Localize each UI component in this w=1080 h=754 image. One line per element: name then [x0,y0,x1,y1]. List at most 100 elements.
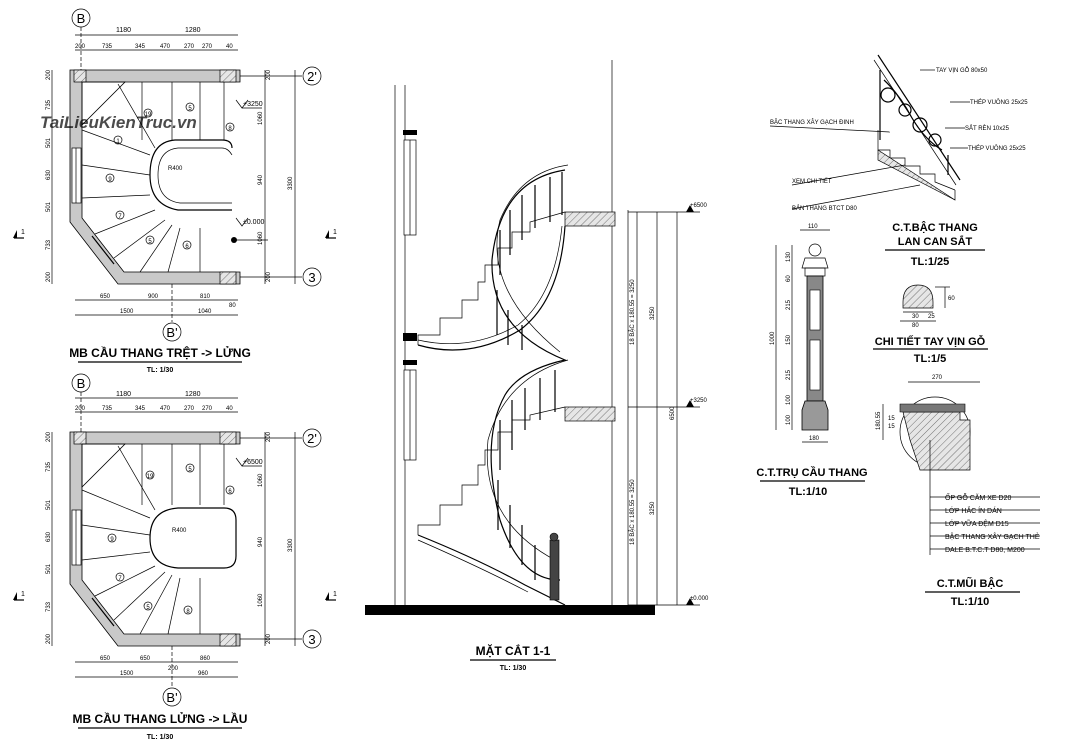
axis-bubble-b-top: B [71,8,91,72]
svg-text:3250: 3250 [650,501,656,515]
svg-text:ỐP GỖ CĂM XE D20: ỐP GỖ CĂM XE D20 [945,492,1011,502]
svg-text:215: 215 [786,369,792,380]
svg-text:7: 7 [118,576,122,582]
svg-text:SẮT RÈN 10x25: SẮT RÈN 10x25 [965,124,1010,132]
svg-text:735: 735 [46,99,52,110]
svg-text:200: 200 [168,666,179,672]
section-mark-right: 1 [325,229,337,239]
dim-top: 345 [135,44,146,50]
level-0000: ±0.000 [628,596,709,606]
svg-text:BẬC THANG XÂY GẠCH ĐINH: BẬC THANG XÂY GẠCH ĐINH [770,119,854,126]
handrail-scale: TL:1/5 [914,353,946,365]
svg-text:1060: 1060 [258,231,264,245]
svg-text:940: 940 [258,536,264,547]
svg-text:1060: 1060 [258,111,264,125]
rail-title-line2: LAN CAN SẮT [898,235,973,248]
dim-top: 470 [160,44,171,50]
svg-text:270: 270 [932,375,943,381]
svg-text:940: 940 [258,174,264,185]
level-mark-top: +3250 [235,99,263,109]
plan2-inner-stringer [149,507,237,569]
plan2-scale: TL: 1/30 [147,734,174,741]
svg-text:1: 1 [333,229,337,236]
plan2-walls [69,431,241,647]
svg-text:150: 150 [786,334,792,345]
svg-text:R400: R400 [172,528,187,534]
svg-text:900: 900 [148,294,159,300]
svg-text:BẢN THANG BTCT D80: BẢN THANG BTCT D80 [792,205,857,212]
svg-text:+6500: +6500 [690,203,708,209]
svg-text:100: 100 [786,394,792,405]
svg-text:1040: 1040 [198,309,212,315]
svg-text:6500: 6500 [670,406,676,420]
svg-text:THÉP VUÔNG 25x25: THÉP VUÔNG 25x25 [968,145,1026,152]
post-title: C.T.TRỤ CẦU THANG [756,466,867,479]
svg-text:1500: 1500 [120,671,134,677]
nosing-scale: TL:1/10 [951,596,990,608]
svg-text:DALE B.T.C.T D80, M200: DALE B.T.C.T D80, M200 [945,547,1025,554]
svg-text:345: 345 [135,406,146,412]
svg-text:501: 501 [46,563,52,574]
svg-text:+3250: +3250 [690,398,708,404]
svg-text:200: 200 [46,271,52,282]
svg-text:110: 110 [808,224,818,230]
axis-bubble-2-prime: 2' [240,428,322,448]
svg-text:200: 200 [46,69,52,80]
svg-text:470: 470 [160,406,171,412]
plan2-title: MB CẦU THANG LỬNG -> LẦU [73,711,248,726]
level-mark-bottom: ±0.000 [231,217,268,243]
dim-top: 200 [75,44,86,50]
svg-text:LỚP HẮC ÍN DÁN: LỚP HẮC ÍN DÁN [945,506,1002,515]
level-6500: +6500 [628,203,708,213]
section-title: MẶT CẮT 1-1 [476,643,551,658]
svg-text:19: 19 [145,112,152,118]
svg-text:2': 2' [307,431,317,446]
svg-text:1180: 1180 [116,391,131,398]
axis-bubble-b-top: B [71,373,91,432]
svg-text:9: 9 [108,177,112,183]
svg-text:5: 5 [188,467,192,473]
svg-text:3250: 3250 [650,306,656,320]
svg-text:200: 200 [266,69,272,80]
svg-text:B': B' [166,690,177,705]
step-note-lower: 18 BẬC x 180.55 = 3250 [629,479,636,545]
svg-text:200: 200 [75,406,86,412]
dim-top: 735 [102,44,113,50]
svg-text:100: 100 [786,414,792,425]
handrail-profile [902,284,934,309]
svg-text:B: B [77,11,86,26]
railing-detail: TAY VỊN GỖ 80x50 THÉP VUÔNG 25x25 SẮT RÈ… [769,54,1028,268]
svg-text:15: 15 [888,416,895,422]
axis-bubble-b-prime: B' [162,284,182,342]
section-scale: TL: 1/30 [500,665,527,672]
svg-text:733: 733 [46,601,52,612]
axis-bubble-b-prime: B' [162,646,182,707]
svg-text:180.55: 180.55 [876,411,882,430]
handrail-title: CHI TIẾT TAY VỊN GỖ [875,335,986,348]
svg-text:B': B' [166,325,177,340]
svg-text:960: 960 [198,671,209,677]
svg-text:1060: 1060 [258,473,264,487]
svg-text:650: 650 [140,656,151,662]
upper-flight [417,211,566,351]
nosing-detail: 270 180.55 15 15 ỐP GỖ CĂM XE D20 LỚP HẮ… [876,375,1040,608]
svg-text:9: 9 [110,537,114,543]
nosing-step-section [902,411,971,471]
watermark-text: TaiLieuKienTruc.vn [40,113,197,132]
lower-flight [417,406,566,606]
svg-text:1280: 1280 [185,391,201,398]
dim-top: 40 [226,44,233,50]
plan-ground-to-mezzanine: B 1180 1280 200 735 345 470 270 270 40 [13,8,337,374]
svg-text:80: 80 [912,323,919,329]
svg-text:735: 735 [102,406,113,412]
svg-text:30: 30 [912,314,919,320]
svg-text:1: 1 [21,229,25,236]
svg-text:19: 19 [147,474,154,480]
svg-text:860: 860 [200,656,211,662]
svg-text:735: 735 [46,461,52,472]
svg-text:6: 6 [185,244,189,250]
svg-text:2': 2' [307,69,317,84]
dim-top-total-2: 1280 [185,27,201,34]
svg-text:501: 501 [46,499,52,510]
